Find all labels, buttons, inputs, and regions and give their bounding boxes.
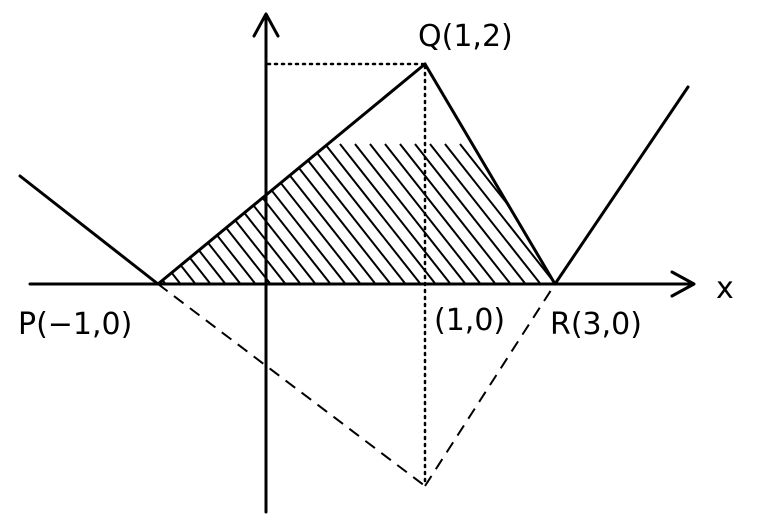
hatch-line	[369, 143, 521, 284]
hatch-line	[158, 143, 281, 284]
label-1-0: (1,0)	[434, 303, 505, 338]
hatch-line	[158, 143, 296, 284]
right-branch-line	[553, 85, 690, 286]
left-branch-line	[18, 174, 160, 286]
hatch-line	[444, 143, 555, 284]
hatch-line	[309, 143, 461, 284]
hatch-line	[158, 143, 161, 284]
y-axis-arrowhead	[252, 12, 280, 38]
dashed-edge-p-to-reflection	[157, 283, 426, 487]
x-axis-arrowhead	[670, 270, 696, 298]
hatch-line	[158, 143, 191, 284]
label-p: P(−1,0)	[18, 307, 132, 342]
hatch-line	[489, 143, 555, 284]
hatch-line	[384, 143, 536, 284]
label-q: Q(1,2)	[418, 19, 513, 54]
hatch-line	[158, 143, 266, 284]
hatch-line	[414, 143, 555, 284]
hatch-line	[429, 143, 555, 284]
dashed-edge-reflection-to-r	[424, 283, 556, 487]
hatched-triangle-region	[158, 143, 555, 284]
hatch-line	[279, 143, 431, 284]
hatch-line	[324, 143, 476, 284]
hatch-line	[158, 143, 221, 284]
hatch-line	[294, 143, 446, 284]
hatch-line	[354, 143, 506, 284]
edge-qr	[423, 62, 557, 286]
hatch-line	[159, 143, 311, 284]
hatch-line	[158, 143, 251, 284]
edge-pq	[156, 62, 427, 286]
label-x-axis: x	[716, 271, 734, 306]
hatch-line	[339, 143, 491, 284]
hatch-line	[399, 143, 551, 284]
label-r: R(3,0)	[550, 307, 642, 342]
hatch-line	[158, 143, 206, 284]
